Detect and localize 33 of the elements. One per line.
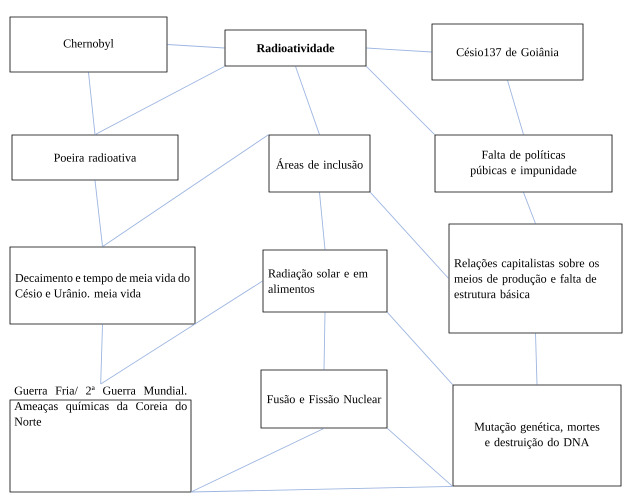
text-box: Radioatividade	[224, 30, 366, 66]
connector-line	[190, 486, 454, 492]
connector-line	[295, 66, 320, 136]
text-box: Fusão e Fissão Nuclear	[260, 370, 388, 428]
connector-line	[366, 48, 432, 52]
text-box: Chernobyl	[10, 16, 168, 72]
connector-line	[366, 66, 436, 136]
connector-line	[94, 66, 226, 136]
text-box: Mutação genética, mortes e destruição do DNA	[452, 384, 622, 486]
connector-line	[166, 44, 226, 48]
connector-line	[190, 428, 324, 492]
text-box: Falta de políticas púbicas e impunidade	[434, 134, 612, 192]
connector-line	[386, 312, 454, 386]
connector-line	[507, 80, 524, 136]
connector-line	[523, 192, 536, 224]
connector-line	[100, 324, 103, 384]
connector-line	[88, 72, 96, 136]
connector-line	[535, 332, 538, 386]
text-box: Relações capitalistas sobre os meios de produção e falta de estrutura básica	[448, 224, 622, 334]
text-box: Radiação solar e em alimentos	[262, 250, 388, 312]
connector-line	[102, 134, 270, 248]
text-box: Áreas de inclusão	[268, 134, 370, 192]
connector-line	[324, 312, 326, 370]
connector-line	[319, 192, 326, 250]
connector-line	[370, 192, 450, 279]
text-box: Guerra Fria/ 2ª Guerra Mundial. Ameaças químicas da Coreia do Norte	[10, 386, 192, 492]
text-box: Poeira radioativa	[12, 134, 178, 180]
text-box: Decaimento e tempo de meia vida do Césio e Urânio. meia vida	[10, 246, 196, 324]
connector-line	[386, 428, 454, 487]
text-box: Césio137 de Goiânia	[432, 24, 584, 80]
connector-line	[94, 180, 103, 248]
node-label: Guerra Fria/ 2ª Guerra Mundial.	[14, 386, 186, 395]
connector-line	[100, 280, 264, 384]
